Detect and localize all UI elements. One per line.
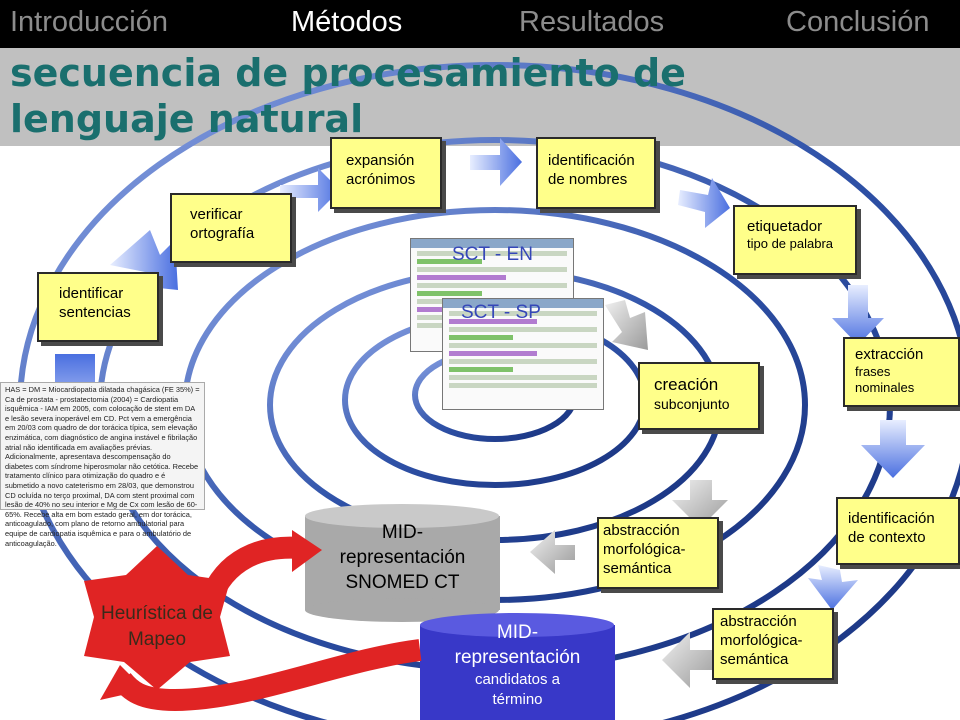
- label-sct-en: SCT - EN: [452, 244, 533, 265]
- mid-snomed-line2: representación: [339, 547, 466, 568]
- heuristic-line1: Heurística de: [101, 603, 213, 624]
- step-verificar-ortografia: verificar ortografía: [170, 193, 292, 263]
- arrow-right-icon: [280, 168, 340, 212]
- mid-candidates-line2: representación: [454, 647, 581, 668]
- mid-snomed-line1: MID-: [381, 522, 424, 543]
- step-creacion-subconjunto: creación subconjunto: [638, 362, 760, 430]
- mid-candidates-line4: término: [492, 691, 543, 708]
- step-abstraccion1-line2: morfológica-: [720, 632, 803, 649]
- arrow-down-icon: [808, 565, 858, 610]
- arrow-left-icon: [530, 530, 575, 574]
- arrow-down-icon: [861, 420, 925, 478]
- step-contexto-line1: identificación: [848, 510, 935, 527]
- nav-resultados[interactable]: Resultados: [519, 6, 665, 38]
- step-etiquetador-line2: tipo de palabra: [747, 236, 834, 251]
- step-nombres-line1: identificación: [548, 152, 635, 169]
- step-verificar-line1: verificar: [190, 206, 243, 223]
- label-sct-sp: SCT - SP: [461, 302, 541, 323]
- step-identificar-sentencias: identificar sentencias: [37, 272, 159, 342]
- nav-conclusion[interactable]: Conclusión: [786, 6, 930, 38]
- page-title-line1: secuencia de procesamiento de: [10, 51, 686, 95]
- top-navigation: Introducción Métodos Resultados Conclusi…: [0, 0, 960, 48]
- mid-candidates-line3: candidatos a: [474, 671, 561, 688]
- step-extraccion-line3: nominales: [855, 380, 915, 395]
- arrow-down-icon: [832, 285, 884, 345]
- mid-candidates-line1: MID-: [496, 622, 539, 643]
- step-creacion-line2: subconjunto: [654, 396, 730, 412]
- nav-metodos[interactable]: Métodos: [291, 6, 403, 38]
- heuristic-label: Heurística de Mapeo: [72, 601, 242, 653]
- arrow-diag-icon: [605, 300, 648, 350]
- step-expansion-acronimos: expansión acrónimos: [330, 137, 442, 209]
- step-nombres-line2: de nombres: [548, 171, 628, 188]
- step-extraccion-line1: extracción: [855, 346, 924, 363]
- step-etiquetador-line1: etiquetador: [747, 218, 823, 235]
- step-abstraccion-morfologica-1: abstracción morfológica- semántica: [712, 608, 834, 680]
- cylinder-snomed: [305, 504, 500, 622]
- arrow-right-icon: [678, 178, 730, 228]
- step-abstraccion-morfologica-2: abstracción morfológica- semántica: [597, 517, 719, 589]
- step-creacion-line1: creación: [654, 375, 719, 394]
- clinical-document-text: HAS = DM = Miocardiopatia dilatada chagá…: [5, 385, 200, 548]
- arrow-right-icon: [470, 138, 522, 186]
- page-title: secuencia de procesamiento de lenguaje n…: [10, 50, 910, 142]
- arrow-left-icon: [662, 632, 715, 688]
- step-abstraccion1-line3: semántica: [720, 651, 789, 668]
- step-abstraccion2-line1: abstracción: [603, 522, 680, 539]
- nav-introduccion[interactable]: Introducción: [10, 6, 168, 38]
- cylinder-candidates: [420, 613, 615, 720]
- clinical-document: HAS = DM = Miocardiopatia dilatada chagá…: [0, 382, 205, 548]
- step-abstraccion2-line2: morfológica-: [603, 541, 686, 558]
- heuristic-line2: Mapeo: [127, 629, 187, 650]
- step-identificar-line1: identificar: [59, 285, 124, 302]
- step-verificar-line2: ortografía: [190, 225, 255, 242]
- page-title-line2: lenguaje natural: [10, 97, 364, 141]
- mid-snomed-line3: SNOMED CT: [345, 572, 460, 593]
- step-contexto-line2: de contexto: [848, 529, 926, 546]
- arrow-diag-icon: [110, 230, 178, 290]
- mid-snomed-label: MID- representación SNOMED CT: [305, 520, 500, 595]
- step-extraccion-line2: frases: [855, 364, 891, 379]
- step-extraccion-frases: extracción frases nominales: [843, 337, 960, 407]
- step-identificacion-nombres: identificación de nombres: [536, 137, 656, 209]
- screenshot-sct-sp: [442, 298, 604, 410]
- mid-candidates-label: MID- representación candidatos a término: [420, 620, 615, 710]
- step-abstraccion1-line1: abstracción: [720, 613, 797, 630]
- arrow-down-icon: [672, 480, 728, 528]
- step-identificar-line2: sentencias: [59, 304, 131, 321]
- step-abstraccion2-line3: semántica: [603, 560, 672, 577]
- step-etiquetador: etiquetador tipo de palabra: [733, 205, 857, 275]
- step-expansion-line1: expansión: [346, 152, 415, 169]
- step-expansion-line2: acrónimos: [346, 171, 416, 188]
- step-identificacion-contexto: identificación de contexto: [836, 497, 960, 565]
